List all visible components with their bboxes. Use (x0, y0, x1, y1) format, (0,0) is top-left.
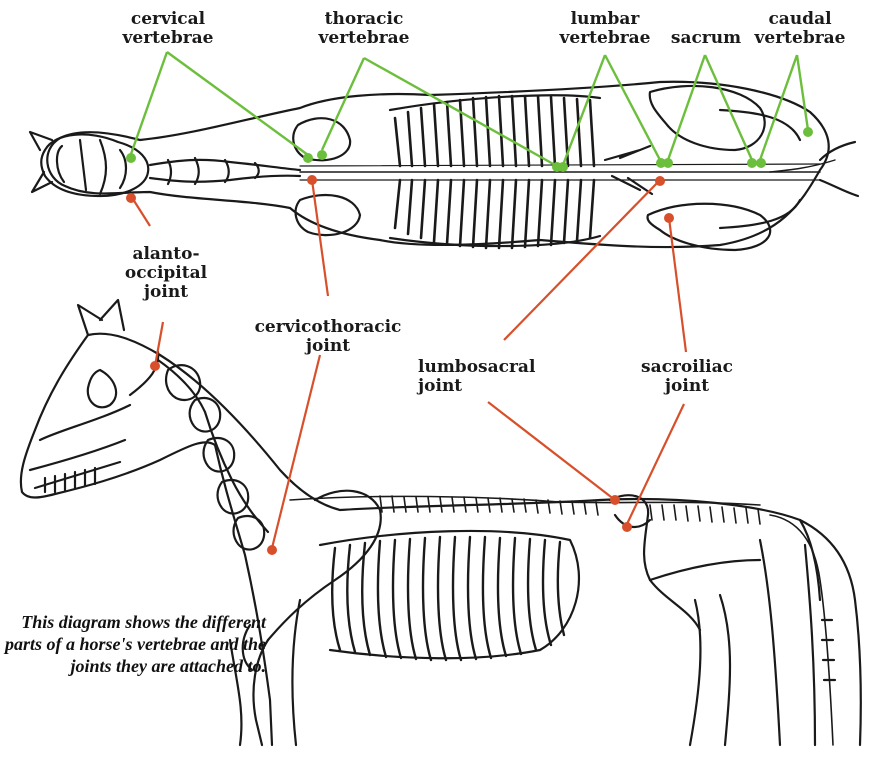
marker-caudal-2 (803, 127, 813, 137)
label-lumbar-vertebrae-line-2: vertebrae (555, 29, 655, 48)
marker-alanto-occipital (150, 361, 160, 371)
label-thoracic-vertebrae: thoracic vertebrae (314, 10, 414, 48)
label-lumbar-vertebrae-line-1: lumbar (555, 10, 655, 29)
label-thoracic-vertebrae-line-1: thoracic (314, 10, 414, 29)
label-lumbosacral-line-2: joint (418, 377, 548, 396)
callout-line-sacroiliac-bottom (627, 404, 684, 524)
diagram-caption: This diagram shows the different parts o… (4, 611, 266, 677)
label-caudal-vertebrae-line-2: vertebrae (750, 29, 850, 48)
label-cervicothoracic-line-1: cervicothoracic (253, 318, 403, 337)
marker-sacroiliac (622, 522, 632, 532)
marker-cervical (126, 153, 136, 163)
callout-line-lumbosacral-bottom (488, 402, 615, 500)
dorsal-view-skeleton (30, 82, 858, 250)
vertebra-callouts (131, 52, 808, 165)
label-caudal-vertebrae-line-1: caudal (750, 10, 850, 29)
marker-alanto-occipital-top (126, 193, 136, 203)
callout-line-thoracic (322, 58, 555, 165)
callout-line-sacrum (668, 55, 752, 160)
label-cervical-vertebrae-line-1: cervical (118, 10, 218, 29)
callout-line-cervicothoracic-top (312, 180, 328, 296)
label-caudal-vertebrae: caudal vertebrae (750, 10, 850, 48)
label-lumbosacral-joint: lumbosacral joint (418, 358, 548, 396)
label-sacrum: sacrum (668, 29, 744, 48)
callout-line-sacroiliac-top (669, 218, 686, 352)
marker-sacrum-2 (747, 158, 757, 168)
callout-line-cervicothoracic-bottom (272, 355, 320, 548)
label-sacroiliac-joint: sacroiliac joint (632, 358, 742, 396)
label-sacroiliac-line-2: joint (632, 377, 742, 396)
label-sacroiliac-line-1: sacroiliac (632, 358, 742, 377)
marker-thoracic (317, 150, 327, 160)
marker-lumbosacral-top (655, 176, 665, 186)
marker-caudal (756, 158, 766, 168)
label-lumbosacral-line-1: lumbosacral (418, 358, 548, 377)
marker-cervical-2 (303, 153, 313, 163)
label-alanto-occipital-line-2: occipital (116, 264, 216, 283)
callout-line-cervical (131, 52, 308, 155)
label-alanto-occipital-line-3: joint (116, 283, 216, 302)
marker-cervicothoracic (267, 545, 277, 555)
label-cervicothoracic-line-2: joint (253, 337, 403, 356)
label-cervicothoracic-joint: cervicothoracic joint (253, 318, 403, 356)
joint-markers (126, 175, 674, 555)
label-sacrum-line-1: sacrum (668, 29, 744, 48)
marker-sacroiliac-top (664, 213, 674, 223)
marker-lumbar (558, 162, 568, 172)
label-cervical-vertebrae-line-2: vertebrae (118, 29, 218, 48)
marker-cervicothoracic-top (307, 175, 317, 185)
label-alanto-occipital-joint: alanto- occipital joint (116, 245, 216, 302)
marker-sacrum (663, 158, 673, 168)
marker-lumbosacral (610, 495, 620, 505)
label-thoracic-vertebrae-line-2: vertebrae (314, 29, 414, 48)
label-lumbar-vertebrae: lumbar vertebrae (555, 10, 655, 48)
label-cervical-vertebrae: cervical vertebrae (118, 10, 218, 48)
label-alanto-occipital-line-1: alanto- (116, 245, 216, 264)
